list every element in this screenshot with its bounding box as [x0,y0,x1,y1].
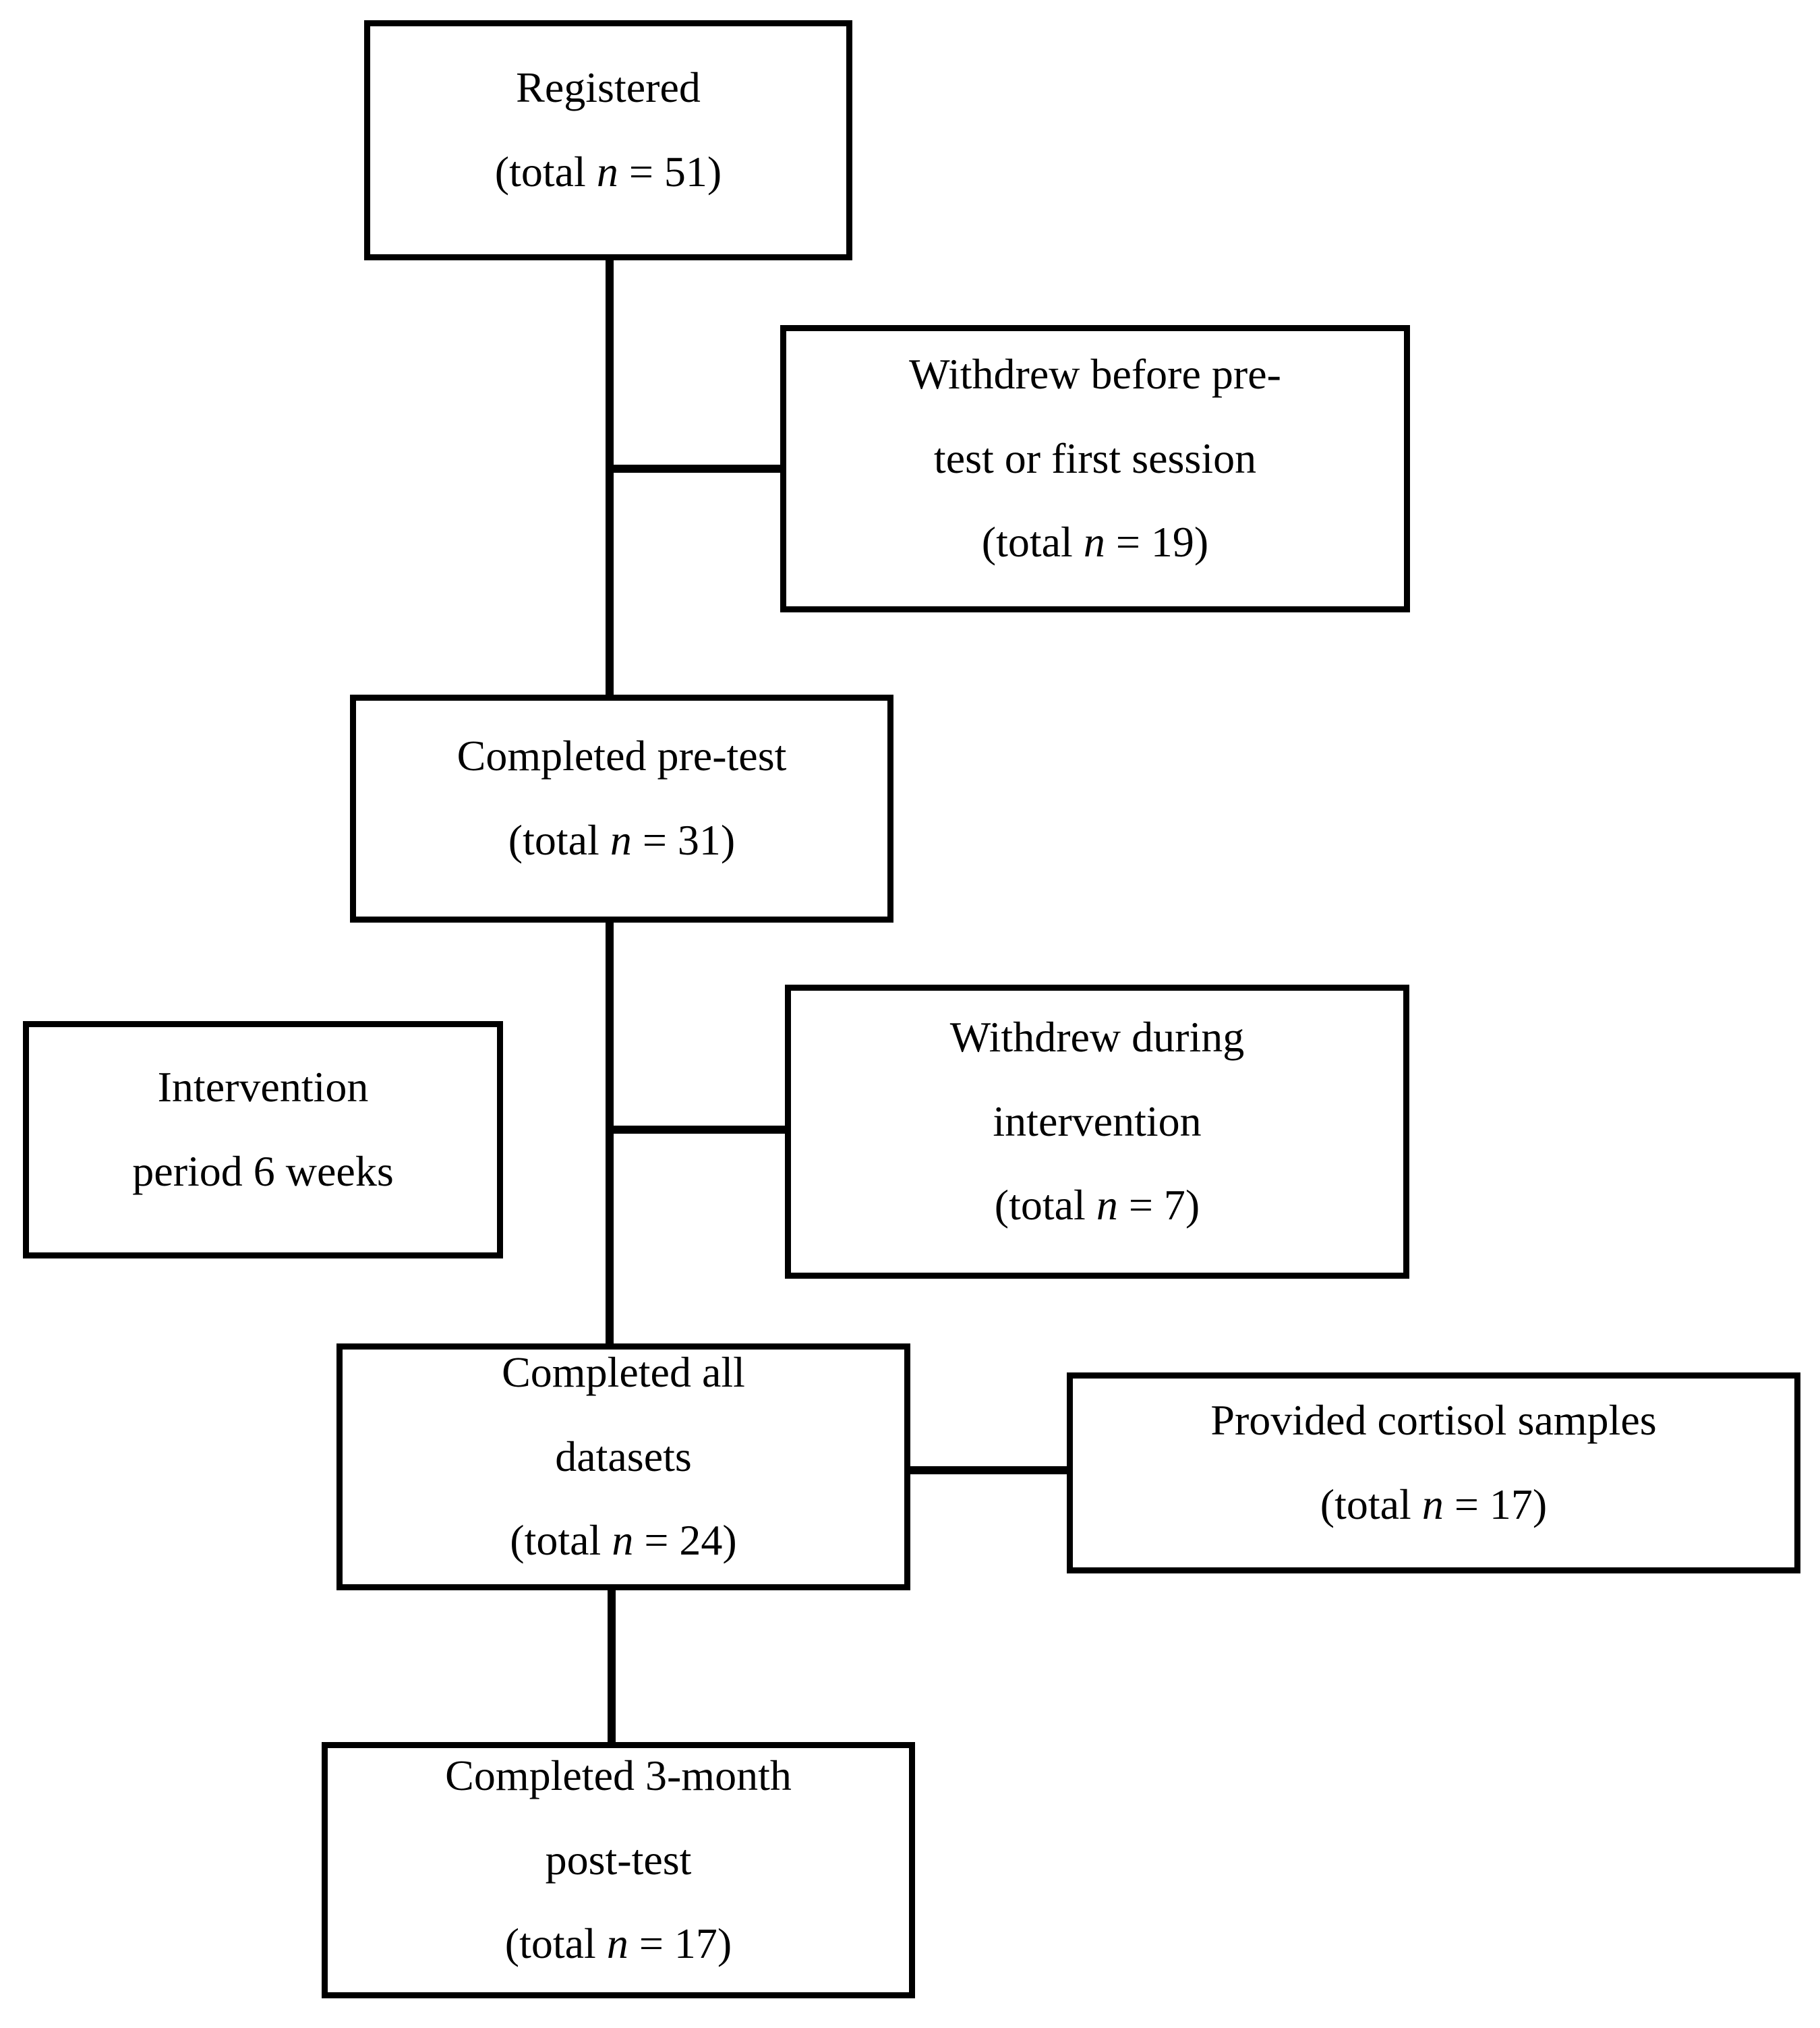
flow-box-withdrew-before-pretest: Withdrew before pre- test or first sessi… [780,325,1410,612]
flow-box-withdrew-during-intervention: Withdrew during intervention (total n = … [785,985,1409,1279]
box-line: (total n = 31) [508,816,736,864]
box-line: Withdrew before pre- [909,349,1281,398]
box-line: test or first session [933,434,1257,482]
box-line: Completed pre-test [457,732,787,780]
box-line: Completed all [502,1348,745,1396]
box-line: Completed 3-month [445,1751,792,1799]
flow-box-completed-pretest: Completed pre-test (total n = 31) [350,695,893,923]
flow-box-intervention-period: Intervention period 6 weeks [23,1021,503,1258]
box-line: intervention [993,1097,1202,1145]
flow-box-completed-3-month-posttest: Completed 3-month post-test (total n = 1… [322,1742,915,1998]
flow-box-registered: Registered (total n = 51) [364,20,852,260]
connector-datasets-to-cortisol [908,1466,1069,1474]
box-line: (total n = 51) [494,148,722,196]
flow-box-completed-all-datasets: Completed all datasets (total n = 24) [336,1343,910,1590]
box-line: period 6 weeks [132,1147,394,1195]
connector-branch-withdrew-pretest [610,465,784,473]
box-line: Provided cortisol samples [1210,1396,1657,1445]
connector-branch-withdrew-intervention [610,1126,788,1134]
box-line: Intervention [157,1063,369,1111]
box-line: (total n = 19) [981,518,1209,567]
connector-registered-to-pretest [606,258,614,697]
box-line: Registered [516,63,701,112]
connector-datasets-to-posttest [608,1587,616,1745]
box-line: (total n = 17) [1320,1480,1548,1528]
box-line: (total n = 17) [504,1919,732,1968]
box-line: (total n = 24) [510,1516,737,1565]
box-line: datasets [555,1432,692,1480]
box-line: post-test [545,1835,692,1884]
box-line: Withdrew during [949,1012,1245,1061]
box-line: (total n = 7) [994,1181,1200,1229]
flow-box-provided-cortisol-samples: Provided cortisol samples (total n = 17) [1067,1372,1800,1573]
